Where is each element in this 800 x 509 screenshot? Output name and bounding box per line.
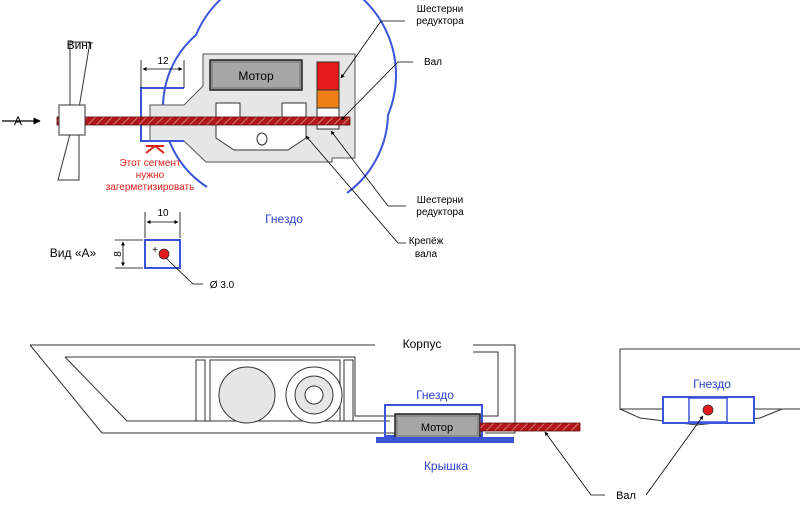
side-cover-label: Крышка (424, 459, 468, 473)
dimension-width-value: 12 (157, 56, 169, 67)
top-nest-label: Гнездо (265, 212, 303, 226)
seal-marker (145, 144, 165, 154)
shaft-mount (215, 102, 307, 151)
hull-rib-2 (343, 359, 354, 422)
section-shaft (158, 248, 170, 260)
end-nest-inner (688, 397, 728, 423)
end-view: Гнездо Вал (544, 348, 800, 502)
gear-red (316, 61, 340, 91)
end-nest-label: Гнездо (693, 377, 731, 391)
propeller-blade-bottom (57, 133, 80, 181)
top-view: Мотор Винт А 12 Этот сегмент нужно загер… (2, 0, 464, 260)
hull-outline (29, 344, 516, 434)
diameter-leader (165, 257, 203, 285)
leader-mount (305, 135, 406, 244)
propeller-hub (58, 104, 86, 136)
callout-mount-2: вала (415, 249, 438, 260)
shaft (56, 116, 351, 126)
side-motor-label: Мотор (421, 422, 453, 434)
callout-gears-bottom-1: Шестерни (417, 195, 463, 206)
leader-gears-top (340, 20, 405, 79)
section-view: Вид «А» + 10 8 Ø 3.0 (50, 208, 235, 291)
section-height-value: 8 (113, 251, 124, 257)
leader-shaft (340, 61, 413, 121)
side-cover (376, 437, 514, 443)
leader-gears-bottom (330, 130, 406, 207)
propeller-label: Винт (67, 38, 94, 52)
diameter-label: Ø 3.0 (210, 280, 235, 291)
gear-orange (316, 89, 340, 109)
side-nest-label: Гнездо (416, 388, 454, 402)
callout-mount-1: Крепёж (409, 236, 444, 247)
end-shaft (702, 404, 714, 416)
seal-note-line3: загерметизировать (106, 182, 195, 193)
battery-1 (218, 366, 276, 424)
mount-hole (256, 132, 268, 146)
hull-rib-1 (195, 359, 206, 422)
svg-text:+: + (152, 245, 158, 256)
motor-label: Мотор (238, 69, 274, 83)
section-width-value: 10 (157, 208, 169, 219)
end-shaft-label: Вал (616, 490, 636, 502)
callout-gears-top-1: Шестерни (417, 4, 463, 15)
seal-segment-outline (140, 87, 184, 142)
view-arrow-label: А (14, 114, 22, 128)
leader-shaft-end (645, 415, 704, 496)
callout-gears-top-2: редуктора (416, 16, 464, 27)
callout-shaft: Вал (424, 57, 442, 68)
side-shaft (479, 422, 581, 432)
section-title: Вид «А» (50, 246, 97, 260)
section-outline (144, 239, 181, 269)
seal-note-line2: нужно (136, 170, 165, 181)
seal-note-line1: Этот сегмент (119, 158, 181, 169)
hull-label: Корпус (403, 337, 442, 351)
callout-gears-bottom-2: редуктора (416, 207, 464, 218)
side-view: Корпус Гнездо Мотор Крышка (29, 337, 581, 473)
leader-shaft-side (544, 431, 605, 496)
